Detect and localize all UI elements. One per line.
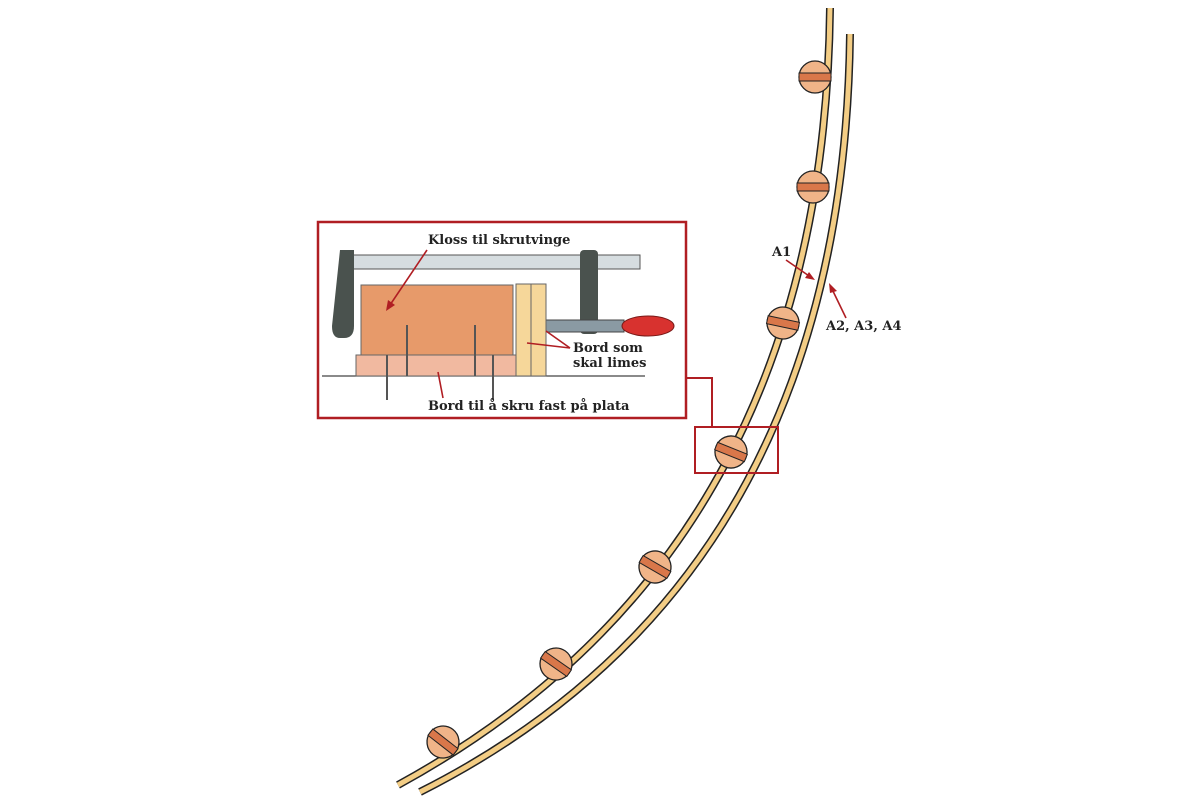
detail-inset: Kloss til skrutvinge Bord som skal limes… [316,220,688,420]
clamp-screw [543,319,625,333]
clamp-block [709,430,753,474]
label-boards-2: skal limes [573,356,646,371]
clamp-block-wood [360,284,514,356]
clamp-block [798,60,832,94]
detail-highlight-box [694,426,779,474]
clamp-sliding-jaw [580,250,598,334]
label-block: Kloss til skrutvinge [428,233,570,248]
label-a1: A1 [771,245,791,260]
label-a2-a3-a4: A2, A3, A4 [825,319,902,334]
glued-board [530,283,547,377]
clamp-fixed-jaw [332,250,354,338]
label-base: Bord til å skru fast på plata [428,398,630,414]
label-boards-1: Bord som [573,341,643,356]
detail-connector [686,377,713,427]
strip-a2-a4 [418,33,854,796]
arrowhead [829,283,837,293]
arrow-a2 [830,286,847,319]
clamp-block [419,718,467,766]
arrowhead [805,272,815,280]
glued-board [515,283,532,377]
arrowhead [386,300,395,311]
clamp-block [796,170,830,204]
clamp-block [533,641,579,687]
clamp-handle [621,315,675,337]
clamp-block [763,303,803,343]
